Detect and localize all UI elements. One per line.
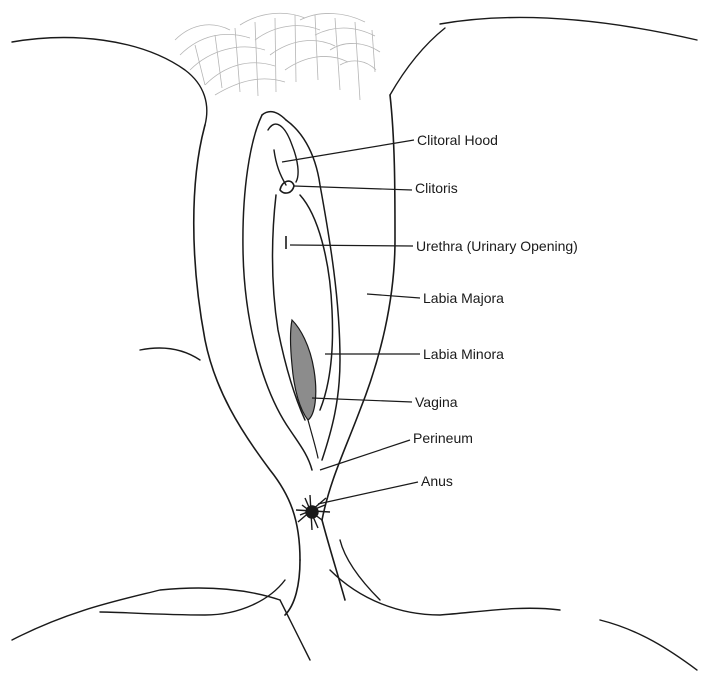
leader-vagina [312,398,412,402]
anus-shape [296,495,330,530]
leader-perineum [320,440,410,470]
pubic-hair [175,13,380,100]
label-urethra: Urethra (Urinary Opening) [416,238,578,254]
labia-minora-shape [243,112,340,470]
label-clitoral-hood: Clitoral Hood [417,132,498,148]
label-labia-majora: Labia Majora [423,290,504,306]
label-perineum: Perineum [413,430,473,446]
label-clitoris: Clitoris [415,180,458,196]
clitoral-hood-shape [268,124,298,185]
label-vagina: Vagina [415,394,458,410]
labels: Clitoral Hood Clitoris Urethra (Urinary … [413,132,578,489]
leader-labia-majora [367,294,420,298]
label-anus: Anus [421,473,453,489]
clitoris-shape [280,181,294,193]
body-outline [12,17,697,670]
label-labia-minora: Labia Minora [423,346,504,362]
leader-anus [318,482,418,504]
